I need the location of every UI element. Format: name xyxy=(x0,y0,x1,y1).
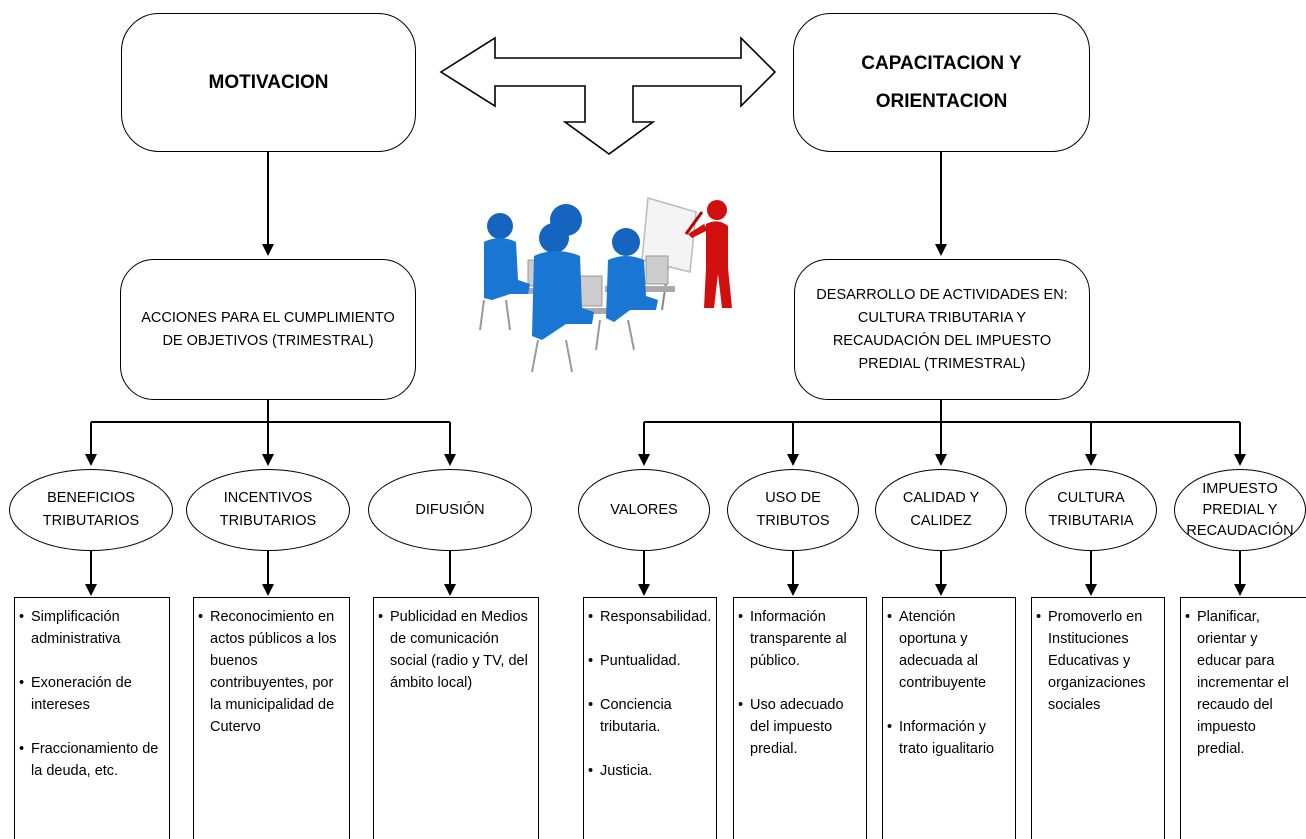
beneficios-node: BENEFICIOS TRIBUTARIOS xyxy=(9,469,173,551)
beneficios-detail-box: Simplificación administrativa Exoneració… xyxy=(14,597,170,839)
detail-item: Puntualidad. xyxy=(588,650,714,672)
cultura-node: CULTURA TRIBUTARIA xyxy=(1025,469,1157,551)
cultura-label-1: CULTURA xyxy=(1057,490,1125,506)
valores-node: VALORES xyxy=(578,469,710,551)
calidad-label-1: CALIDAD Y xyxy=(902,490,980,506)
cultura-label-2: TRIBUTARIA xyxy=(1048,513,1134,529)
incentivos-label-1: INCENTIVOS xyxy=(223,490,313,506)
desarrollo-node: DESARROLLO DE ACTIVIDADES EN: CULTURA TR… xyxy=(794,259,1090,400)
detail-item: Simplificación administrativa xyxy=(19,606,167,650)
capacitacion-label-2: ORIENTACION xyxy=(875,90,1008,112)
cultura-detail-box: Promoverlo en Instituciones Educativas y… xyxy=(1031,597,1165,839)
classroom-training-illustration xyxy=(470,190,740,380)
detail-item: Publicidad en Medios de comunicación soc… xyxy=(378,606,536,694)
capacitacion-label-1: CAPACITACION Y xyxy=(861,52,1022,74)
valores-label: VALORES xyxy=(610,501,678,518)
difusion-node: DIFUSIÓN xyxy=(368,469,532,551)
calidad-label-2: CALIDEZ xyxy=(910,513,972,529)
difusion-label: DIFUSIÓN xyxy=(415,501,485,518)
impuesto-label-2: PREDIAL Y xyxy=(1202,501,1278,518)
uso-label-2: TRIBUTOS xyxy=(756,513,830,529)
impuesto-label-3: RECAUDACIÓN xyxy=(1186,522,1294,539)
detail-item: Conciencia tributaria. xyxy=(588,694,714,738)
impuesto-node: IMPUESTO PREDIAL Y RECAUDACIÓN xyxy=(1174,469,1306,551)
acciones-label-2: DE OBJETIVOS (TRIMESTRAL) xyxy=(162,332,374,349)
desarrollo-label-3: RECAUDACIÓN DEL IMPUESTO xyxy=(832,332,1052,349)
uso-label-1: USO DE xyxy=(765,490,821,506)
impuesto-label-1: IMPUESTO xyxy=(1202,480,1278,497)
detail-item: Uso adecuado del impuesto predial. xyxy=(738,694,864,760)
acciones-node: ACCIONES PARA EL CUMPLIMIENTO DE OBJETIV… xyxy=(120,259,416,400)
uso-detail-box: Información transparente al público. Uso… xyxy=(733,597,867,839)
detail-item: Exoneración de intereses xyxy=(19,672,167,716)
beneficios-label-1: BENEFICIOS xyxy=(47,490,135,506)
incentivos-node: INCENTIVOS TRIBUTARIOS xyxy=(186,469,350,551)
motivacion-node: MOTIVACION xyxy=(121,13,416,152)
three-way-arrow-icon xyxy=(439,36,777,155)
detail-item: Justicia. xyxy=(588,760,714,782)
difusion-detail-box: Publicidad en Medios de comunicación soc… xyxy=(373,597,539,839)
desarrollo-label-1: DESARROLLO DE ACTIVIDADES EN: xyxy=(816,286,1068,303)
detail-item: Fraccionamiento de la deuda, etc. xyxy=(19,738,167,782)
incentivos-label-2: TRIBUTARIOS xyxy=(219,513,317,529)
valores-detail-box: Responsabilidad. Puntualidad. Conciencia… xyxy=(583,597,717,839)
acciones-label-1: ACCIONES PARA EL CUMPLIMIENTO xyxy=(141,309,395,326)
uso-tributos-node: USO DE TRIBUTOS xyxy=(727,469,859,551)
desarrollo-label-4: PREDIAL (TRIMESTRAL) xyxy=(858,355,1026,372)
detail-item: Promoverlo en Instituciones Educativas y… xyxy=(1036,606,1162,716)
calidad-detail-box: Atención oportuna y adecuada al contribu… xyxy=(882,597,1016,839)
impuesto-detail-box: Planificar, orientar y educar para incre… xyxy=(1180,597,1306,839)
beneficios-label-2: TRIBUTARIOS xyxy=(42,513,140,529)
incentivos-detail-box: Reconocimiento en actos públicos a los b… xyxy=(193,597,350,839)
desarrollo-label-2: CULTURA TRIBUTARIA Y xyxy=(857,309,1027,326)
motivacion-label: MOTIVACION xyxy=(208,71,329,93)
detail-item: Información transparente al público. xyxy=(738,606,864,672)
detail-item: Reconocimiento en actos públicos a los b… xyxy=(198,606,347,738)
capacitacion-node: CAPACITACION Y ORIENTACION xyxy=(793,13,1090,152)
detail-item: Información y trato igualitario xyxy=(887,716,1013,760)
calidad-node: CALIDAD Y CALIDEZ xyxy=(875,469,1007,551)
detail-item: Responsabilidad. xyxy=(588,606,714,628)
detail-item: Planificar, orientar y educar para incre… xyxy=(1185,606,1304,760)
detail-item: Atención oportuna y adecuada al contribu… xyxy=(887,606,1013,694)
